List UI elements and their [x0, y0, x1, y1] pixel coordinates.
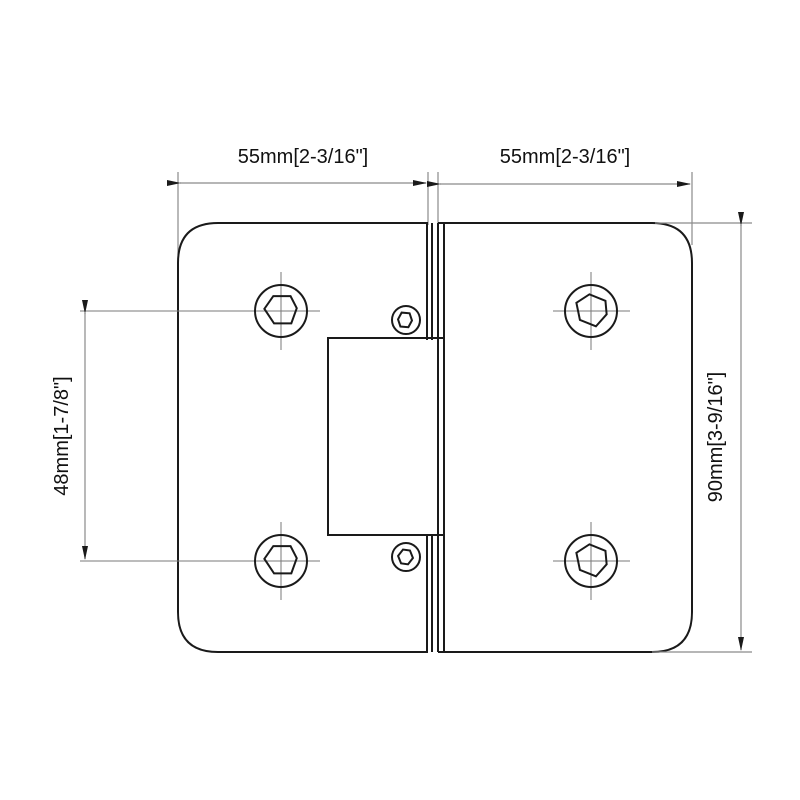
set-screw-top-icon [391, 305, 421, 335]
dimension-left-width: 55mm[2-3/16"] [167, 146, 429, 255]
dimension-right-width: 55mm[2-3/16"] [427, 146, 693, 245]
dimension-height: 90mm[3-9/16"] [652, 212, 752, 653]
dimension-hole-spacing: 48mm[1-7/8"] [51, 300, 88, 560]
height-label: 90mm[3-9/16"] [705, 372, 727, 503]
set-screw-bottom-icon [391, 542, 421, 572]
hole-spacing-label: 48mm[1-7/8"] [51, 376, 73, 495]
mount-hole-left-top-icon [80, 272, 320, 350]
mount-hole-right-top-icon [553, 272, 630, 350]
mount-hole-right-bottom-icon [553, 522, 630, 600]
center-block [327, 337, 445, 536]
right-plate [437, 222, 693, 653]
mount-hole-left-bottom-icon [80, 522, 320, 600]
right-width-label: 55mm[2-3/16"] [500, 146, 631, 168]
left-width-label: 55mm[2-3/16"] [238, 146, 369, 168]
left-plate [177, 222, 433, 653]
